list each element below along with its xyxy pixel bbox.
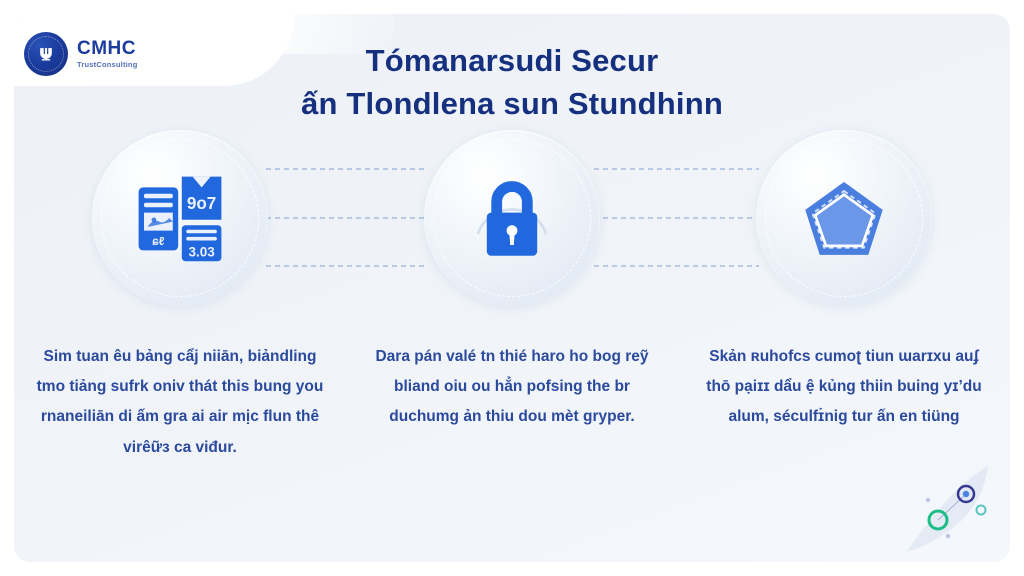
step-3[interactable]: Skản ʀuhofcs cumoʈ tiun ɯarɪxu auʄ thō p… (694, 130, 994, 433)
step-3-bubble[interactable] (756, 130, 932, 306)
decor-green-ring (927, 509, 949, 531)
logo-notch-fade (254, 14, 394, 54)
logo-tagline: TrustConsulting (77, 60, 138, 70)
step-3-description: Skản ʀuhofcs cumoʈ tiun ɯarɪxu auʄ thō p… (706, 348, 982, 426)
page-title: Tómanarsudi Secur ấn Tlondlena sun Stund… (14, 40, 1010, 126)
pentagon-shield-icon (805, 182, 883, 255)
logo-wordmark: CMHC TrustConsulting (77, 39, 138, 69)
logo-cup-icon (40, 48, 52, 61)
step-2-bubble[interactable] (424, 130, 600, 306)
step-1-icon-label-1: 9o7 (187, 194, 216, 213)
decor-teal-dot (975, 504, 987, 516)
title-line-1: Tómanarsudi Secur (365, 43, 659, 78)
steps-row: ɕℓ 9o7 3.03 Sim tuan êu bảng cẩj niiān, … (14, 130, 1010, 463)
step-1[interactable]: ɕℓ 9o7 3.03 Sim tuan êu bảng cẩj niiān, … (30, 130, 330, 463)
step-1-bubble[interactable]: ɕℓ 9o7 3.03 (92, 130, 268, 306)
slide-panel: CMHC TrustConsulting Tómanarsudi Secur ấ… (14, 14, 1010, 562)
brand-logo[interactable]: CMHC TrustConsulting (24, 32, 138, 76)
step-1-icon-label-2: 3.03 (188, 245, 215, 260)
title-line-2: ấn Tlondlena sun Stundhinn (301, 85, 723, 121)
logo-ring (28, 36, 64, 72)
padlock-icon (476, 181, 548, 256)
step-1-icon-label-b: ɕℓ (152, 235, 165, 248)
decor-navy-ring (956, 484, 976, 504)
step-2-description: Dara pán valé tn thié haro ho bog reỹ bl… (375, 348, 649, 426)
step-2[interactable]: Dara pán valé tn thié haro ho bog reỹ bl… (362, 130, 662, 433)
rocket-dots-decoration (906, 466, 988, 552)
documents-cards-icon: ɕℓ 9o7 3.03 (138, 176, 222, 262)
logo-title: CMHC (77, 38, 136, 60)
logo-seal-icon (24, 32, 68, 76)
step-1-description: Sim tuan êu bảng cẩj niiān, biảndling tm… (36, 348, 324, 456)
